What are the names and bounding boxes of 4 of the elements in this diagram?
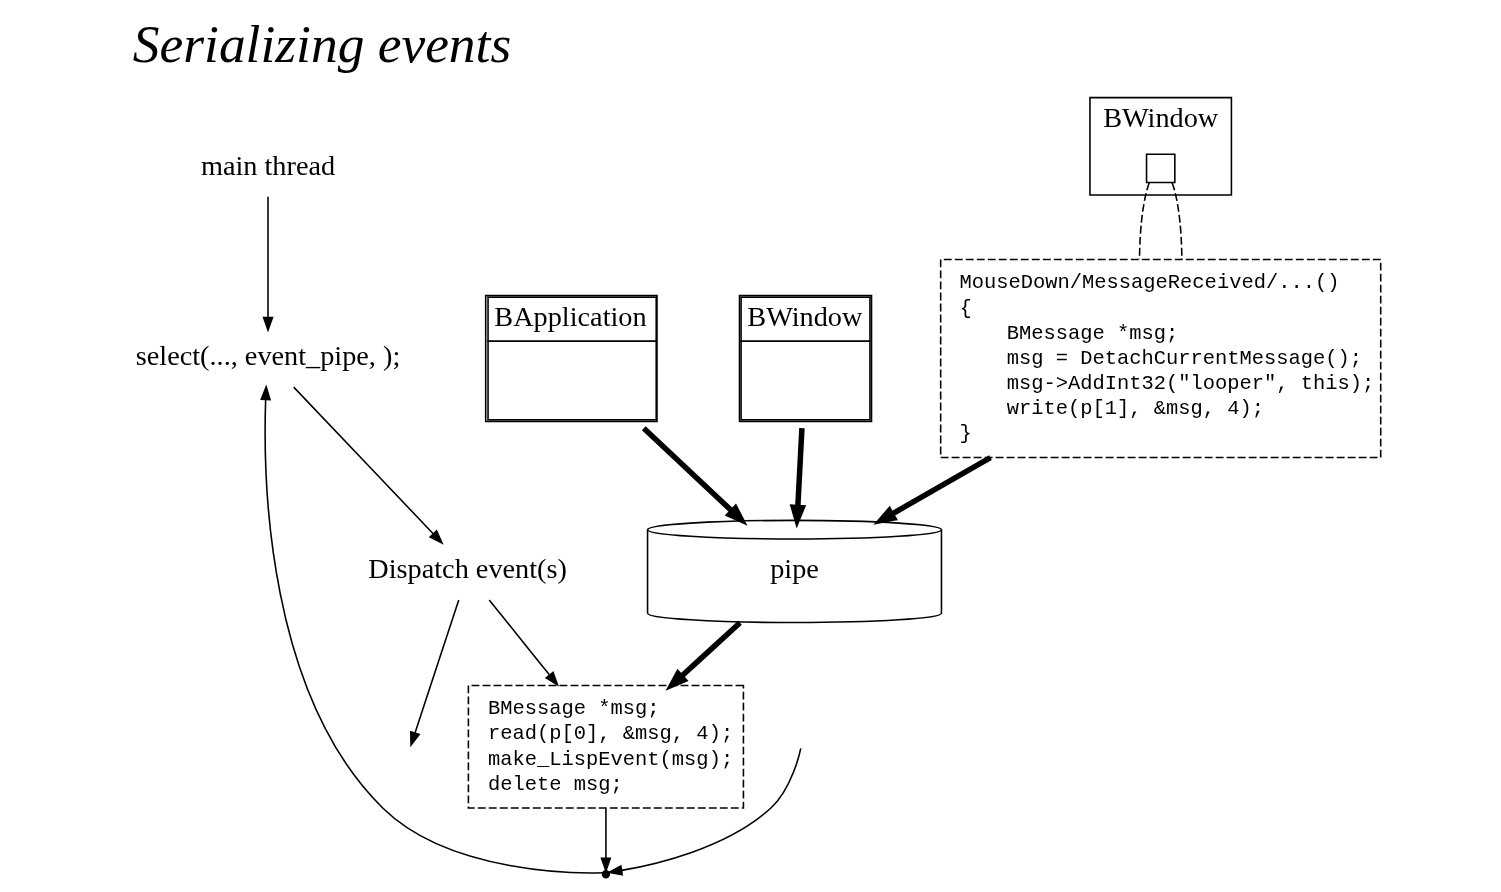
node-text: Dispatch event(s) <box>368 553 567 585</box>
node-text: select(..., event_pipe, ); <box>135 340 401 372</box>
node-text: main thread <box>200 150 336 182</box>
diagram-title: Serializing events <box>132 13 512 74</box>
